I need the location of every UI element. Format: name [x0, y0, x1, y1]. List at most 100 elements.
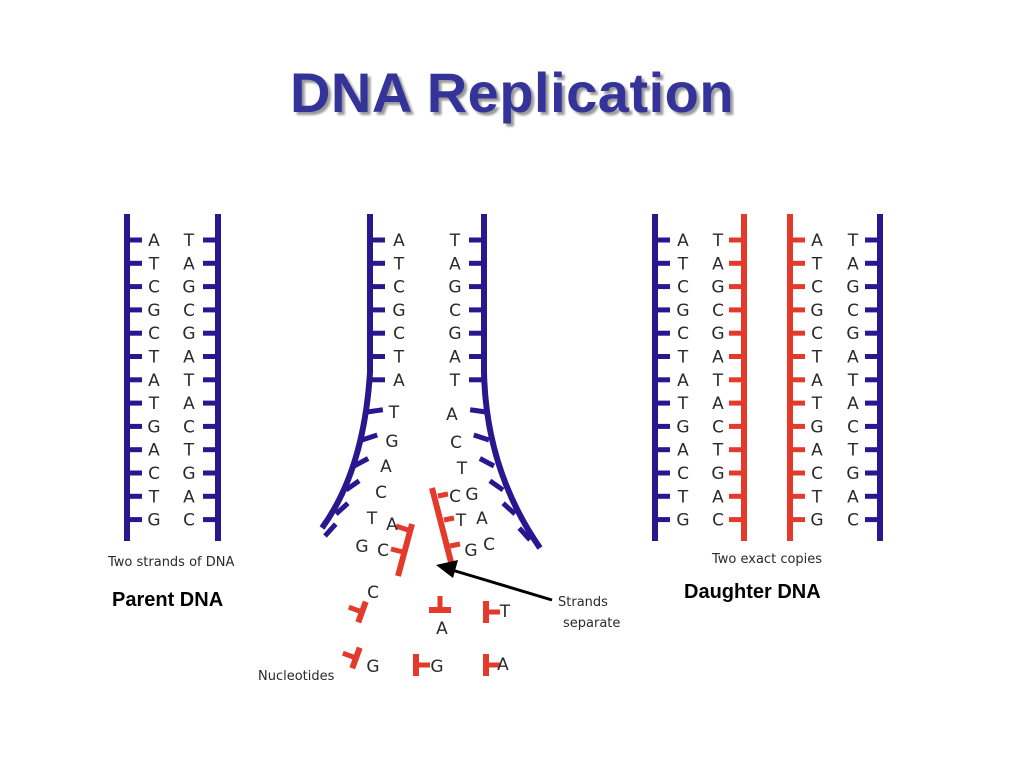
base-letter: T [677, 254, 689, 274]
base-letter: A [393, 371, 405, 391]
free-nucleotide [483, 654, 500, 676]
base-letter: A [446, 405, 458, 425]
base-letter: C [377, 541, 389, 561]
base-letter: G [147, 511, 160, 531]
base-rung [366, 407, 384, 415]
base-rung [501, 501, 517, 516]
daughter-dna-label: Daughter DNA [684, 581, 821, 603]
base-letter: T [847, 371, 859, 391]
base-letter: T [183, 371, 195, 391]
base-letter: T [811, 348, 823, 368]
base-letter: A [183, 254, 195, 274]
daughter-old-strand-left [652, 214, 670, 541]
base-letter: T [183, 441, 195, 461]
base-letter: T [847, 231, 859, 251]
base-letter: C [712, 511, 724, 531]
base-letter: G [182, 324, 195, 344]
base-letter: T [677, 394, 689, 414]
nucleotide-letter: A [497, 655, 509, 675]
base-letter: T [712, 231, 724, 251]
base-letter: C [677, 464, 689, 484]
base-letter: C [393, 324, 405, 344]
free-nucleotide [341, 646, 363, 670]
base-letter: T [148, 487, 160, 507]
base-letter: C [712, 417, 724, 437]
base-rung [517, 526, 532, 542]
base-letter: A [847, 348, 859, 368]
base-letter: A [476, 509, 488, 529]
base-letter: C [183, 511, 195, 531]
base-letter: T [388, 403, 400, 423]
nucleotide-letter: G [430, 657, 443, 677]
base-letter: G [147, 417, 160, 437]
base-letter: G [711, 324, 724, 344]
base-letter: C [811, 464, 823, 484]
strands-separate-note-line1: Strands [558, 595, 608, 610]
base-letter: T [712, 371, 724, 391]
base-rung [488, 478, 505, 493]
base-letter: G [182, 464, 195, 484]
strands-separate-note-line2: separate [563, 616, 620, 631]
base-letter: G [448, 324, 461, 344]
new-strand-fragment-left: AC [377, 515, 415, 577]
base-letter: C [450, 433, 462, 453]
base-letter: T [811, 487, 823, 507]
base-letter: A [148, 441, 160, 461]
base-letter: G [810, 301, 823, 321]
base-letter: C [148, 324, 160, 344]
base-letter: T [456, 459, 468, 479]
base-letter: C [677, 278, 689, 298]
backbone [429, 487, 455, 567]
backbone [319, 214, 373, 530]
base-letter: C [148, 278, 160, 298]
base-letter: C [847, 417, 859, 437]
backbone [395, 523, 415, 577]
base-letter: T [366, 509, 378, 529]
base-letter: G [810, 511, 823, 531]
nucleotide-letter: G [366, 657, 379, 677]
base-letter: G [465, 485, 478, 505]
base-letter: T [183, 231, 195, 251]
nucleotide-letter: A [436, 619, 448, 639]
base-letter: C [811, 278, 823, 298]
base-letter: G [385, 432, 398, 452]
base-letter: C [483, 535, 495, 555]
new-strand-fragment-right: CTG [429, 487, 478, 567]
base-rung [361, 432, 378, 443]
parent-strand-left [124, 214, 142, 541]
base-letter: C [847, 301, 859, 321]
base-rung [449, 541, 461, 549]
base-letter: A [847, 394, 859, 414]
parent-strand-right [203, 214, 221, 541]
base-letter: G [846, 464, 859, 484]
base-letter: A [380, 457, 392, 477]
base-letter: A [386, 515, 398, 535]
base-letter: C [183, 301, 195, 321]
free-nucleotide [483, 601, 500, 623]
daughter-new-strand-right [787, 214, 805, 541]
base-letter: T [393, 254, 405, 274]
slide-title: DNA Replication [289, 61, 735, 124]
base-letter: G [355, 537, 368, 557]
base-letter: A [449, 254, 461, 274]
daughter-dna-diagram: ATCGCTATGACTGTAGCGATACTGACATCGCTATGACTGT… [652, 214, 883, 541]
base-rung [334, 501, 350, 516]
base-letter: C [393, 278, 405, 298]
base-letter: T [847, 441, 859, 461]
base-letter: C [449, 487, 461, 507]
base-letter: T [449, 371, 461, 391]
base-rung [437, 491, 449, 499]
nucleotides-note: Nucleotides [258, 669, 335, 684]
base-rung [390, 546, 404, 555]
base-letter: G [676, 417, 689, 437]
base-letter: A [847, 254, 859, 274]
base-letter: A [712, 394, 724, 414]
base-letter: A [712, 254, 724, 274]
base-rung [352, 456, 370, 469]
base-letter: G [711, 278, 724, 298]
base-letter: T [393, 348, 405, 368]
base-letter: T [811, 394, 823, 414]
base-letter: A [183, 394, 195, 414]
